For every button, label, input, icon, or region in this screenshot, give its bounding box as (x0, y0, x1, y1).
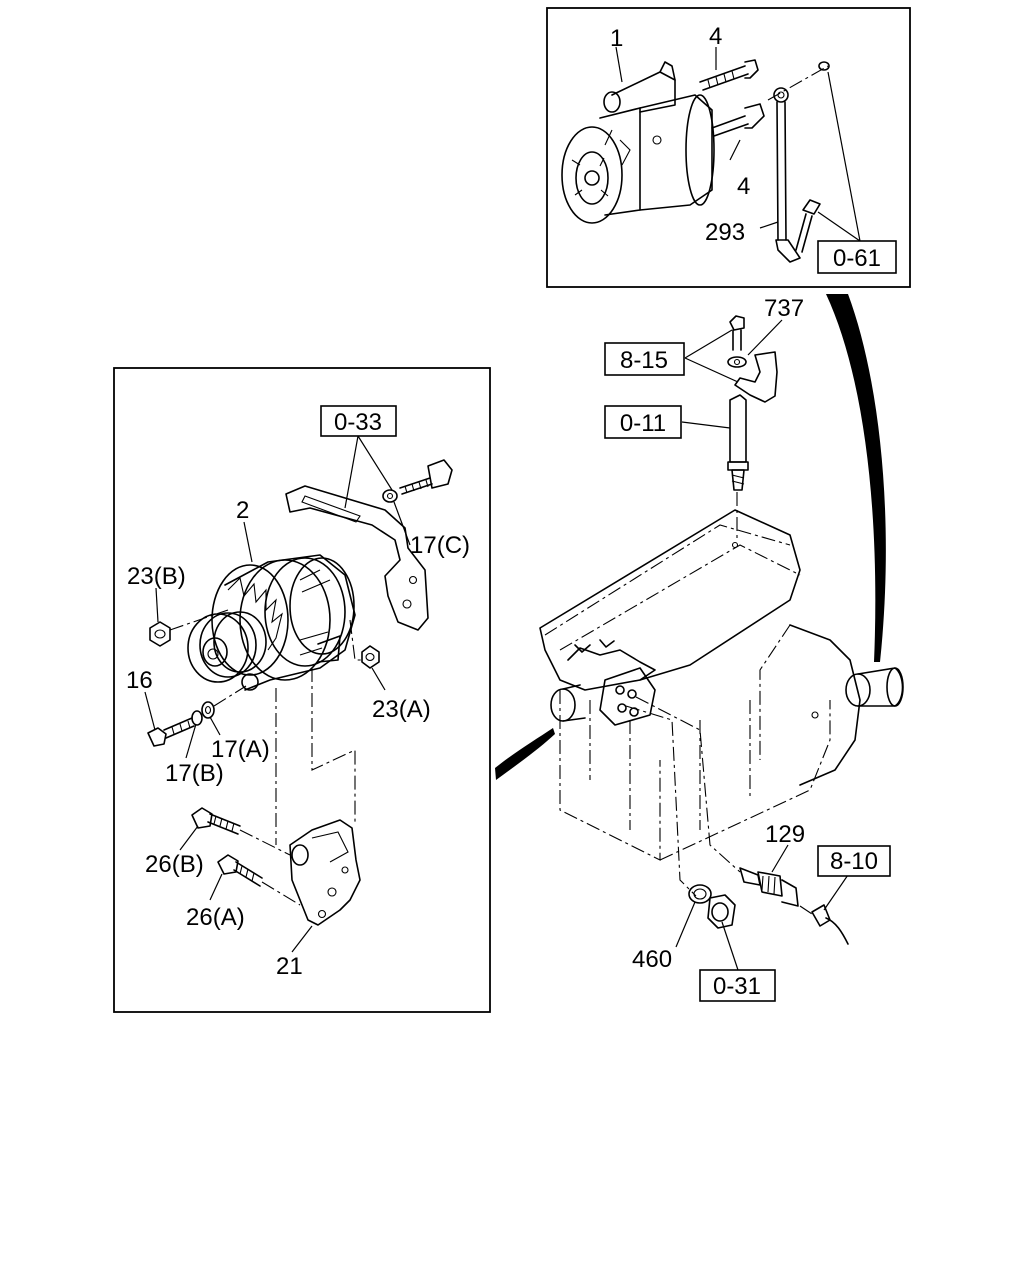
callout-16: 16 (126, 667, 153, 694)
starter-motor (561, 61, 715, 224)
adjust-bolt (382, 459, 453, 503)
callout-23b: 23(B) (127, 563, 186, 590)
callout-17a: 17(A) (211, 736, 270, 763)
leader-26b (179, 825, 199, 851)
callout-21: 21 (276, 953, 303, 980)
bolt-16 (147, 701, 215, 747)
callout-17c: 17(C) (410, 532, 470, 559)
ref-0-61[interactable]: 0-61 (833, 245, 881, 272)
link-arc-starter (826, 294, 886, 662)
callout-4-upper: 4 (709, 23, 722, 50)
leader-1 (615, 46, 623, 83)
ref-0-33[interactable]: 0-33 (334, 409, 382, 436)
dash-16 (213, 685, 247, 707)
callout-460: 460 (632, 946, 672, 973)
leader-0-11 (681, 421, 731, 429)
leader-293 (759, 221, 779, 229)
dash-23a (349, 619, 362, 661)
dash-26a (261, 881, 301, 906)
leader-737 (747, 319, 783, 356)
sensor-129 (635, 696, 799, 907)
ref-box-0-31[interactable] (699, 969, 776, 1002)
ref-8-10[interactable]: 8-10 (830, 848, 878, 875)
callout-17b: 17(B) (165, 760, 224, 787)
alternator-inset-frame (113, 367, 491, 1013)
dash-23b (169, 609, 229, 631)
harness-bolt (727, 315, 778, 403)
callout-293: 293 (705, 219, 745, 246)
leader-17c (393, 501, 411, 546)
callout-1: 1 (610, 25, 623, 52)
cable-dash (767, 65, 829, 101)
starter-inset: 1 4 4 293 0-61 (546, 7, 911, 288)
ref-box-8-10[interactable] (817, 845, 891, 877)
leader-26a (209, 873, 223, 901)
stud-lower (711, 103, 765, 137)
stud-upper (699, 59, 759, 91)
leader-0-33 (344, 435, 393, 509)
ref-0-11[interactable]: 0-11 (620, 410, 666, 437)
bolt-26b (191, 807, 241, 835)
alternator-inset: 0-33 2 23(B) 17(C) 16 23(A) 17(A) 17(B) … (113, 367, 491, 1013)
callout-2: 2 (236, 497, 249, 524)
callout-23a: 23(A) (372, 696, 431, 723)
leader-4-lower (729, 139, 741, 161)
nut-23a (361, 645, 380, 669)
callout-737: 737 (764, 295, 804, 322)
leader-17b (185, 723, 197, 759)
leader-8-15 (684, 329, 739, 383)
ref-8-15[interactable]: 8-15 (620, 347, 668, 374)
link-arc-alternator (495, 728, 555, 780)
callout-4-lower: 4 (737, 173, 750, 200)
engine-block (539, 509, 904, 861)
callout-129: 129 (765, 821, 805, 848)
leader-2 (243, 521, 253, 563)
alternator (187, 554, 356, 691)
ground-cable (773, 87, 801, 263)
leader-460 (675, 901, 696, 948)
nut-23b (149, 621, 171, 647)
leader-0-31 (721, 921, 739, 971)
callout-26b: 26(B) (145, 851, 204, 878)
ref-0-31[interactable]: 0-31 (713, 973, 761, 1000)
leader-17a (209, 716, 221, 736)
leader-21 (291, 925, 313, 953)
leader-16 (144, 691, 156, 731)
callout-26a: 26(A) (186, 904, 245, 931)
ref-box-8-15[interactable] (604, 342, 685, 376)
ref-box-0-61[interactable] (817, 240, 897, 274)
starter-inset-frame (546, 7, 911, 288)
dash-26b (239, 829, 291, 856)
connector-8-10 (799, 871, 851, 945)
leader-23a (371, 667, 386, 691)
leader-23b (155, 587, 159, 623)
adjust-bracket (285, 485, 429, 631)
dash-alt-bracket-right (311, 668, 356, 822)
ground-bolt (795, 61, 830, 253)
leader-0-61 (817, 71, 861, 242)
heater-plug (727, 394, 749, 540)
ref-box-0-33[interactable] (320, 405, 397, 437)
bolt-26a (217, 854, 263, 887)
bracket-21 (289, 819, 361, 926)
ref-box-0-11[interactable] (604, 405, 682, 439)
drain-plug (625, 705, 736, 929)
